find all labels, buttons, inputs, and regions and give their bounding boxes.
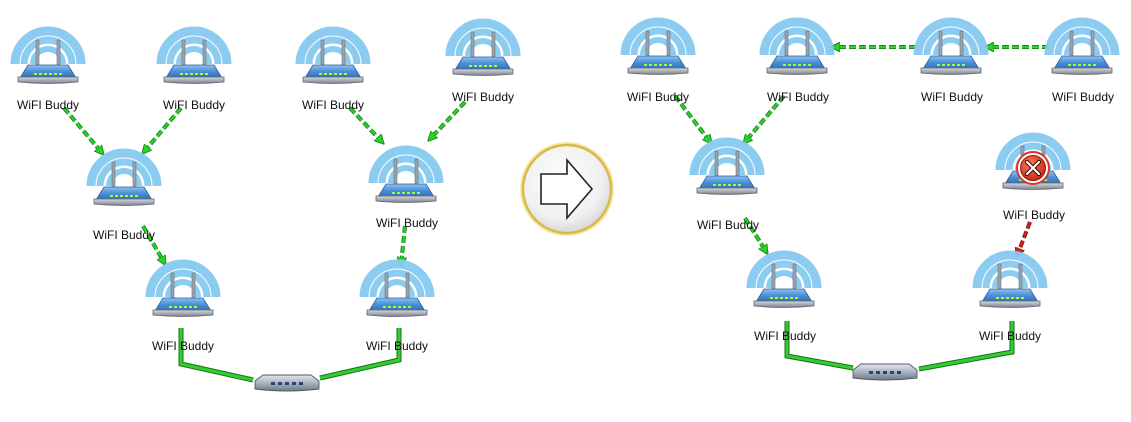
wifi-buddy-node [156, 26, 232, 84]
wifi-buddy-label: WiFI Buddy [366, 339, 429, 353]
wifi-buddy-node [972, 250, 1048, 308]
wifi-link [141, 224, 167, 264]
wifi-buddy-node [145, 259, 221, 317]
wifi-buddy-label: WiFI Buddy [93, 228, 156, 242]
wifi-buddy-label-failed: WiFI Buddy [1003, 208, 1066, 222]
failed-wifi-link [1017, 221, 1032, 256]
wifi-buddy-label: WiFI Buddy [979, 329, 1042, 343]
wifi-buddy-node [368, 145, 444, 203]
wifi-link [401, 225, 407, 265]
wifi-link [743, 216, 769, 253]
wifi-buddy-label: WiFI Buddy [697, 218, 760, 232]
wifi-buddy-label: WiFI Buddy [376, 216, 439, 230]
wired-link [918, 321, 1015, 372]
wifi-buddy-label: WiFI Buddy [163, 98, 226, 112]
wifi-buddy-node [620, 17, 696, 75]
transition-arrow-icon [520, 142, 614, 236]
wifi-buddy-node [913, 17, 989, 75]
wifi-buddy-label: WiFI Buddy [1052, 90, 1115, 104]
wifi-buddy-node [86, 148, 162, 206]
wifi-link [143, 106, 183, 153]
wifi-link [348, 106, 383, 143]
wifi-buddy-label: WiFI Buddy [767, 90, 830, 104]
wifi-link [62, 106, 103, 154]
wired-link [319, 328, 402, 381]
wifi-buddy-node [295, 26, 371, 84]
wifi-buddy-node [759, 17, 835, 75]
wifi-buddy-label: WiFI Buddy [627, 90, 690, 104]
network-switch-icon [254, 374, 320, 392]
wifi-buddy-label: WiFI Buddy [452, 90, 515, 104]
wifi-buddy-label: WiFI Buddy [302, 98, 365, 112]
wifi-buddy-node [10, 26, 86, 84]
wifi-buddy-node [689, 137, 765, 195]
wifi-buddy-label: WiFI Buddy [17, 98, 80, 112]
wifi-buddy-label: WiFI Buddy [921, 90, 984, 104]
wifi-buddy-node [445, 18, 521, 76]
wifi-buddy-node [746, 250, 822, 308]
wired-link [784, 321, 854, 371]
wifi-buddy-node [359, 259, 435, 317]
wifi-link [744, 94, 786, 143]
wired-link [178, 328, 254, 383]
failure-x-icon [1016, 151, 1050, 185]
wifi-link [429, 100, 467, 140]
network-switch-icon [852, 363, 918, 381]
wifi-buddy-node [1044, 17, 1120, 75]
wifi-buddy-label: WiFI Buddy [754, 329, 817, 343]
wifi-buddy-label: WiFI Buddy [152, 339, 215, 353]
